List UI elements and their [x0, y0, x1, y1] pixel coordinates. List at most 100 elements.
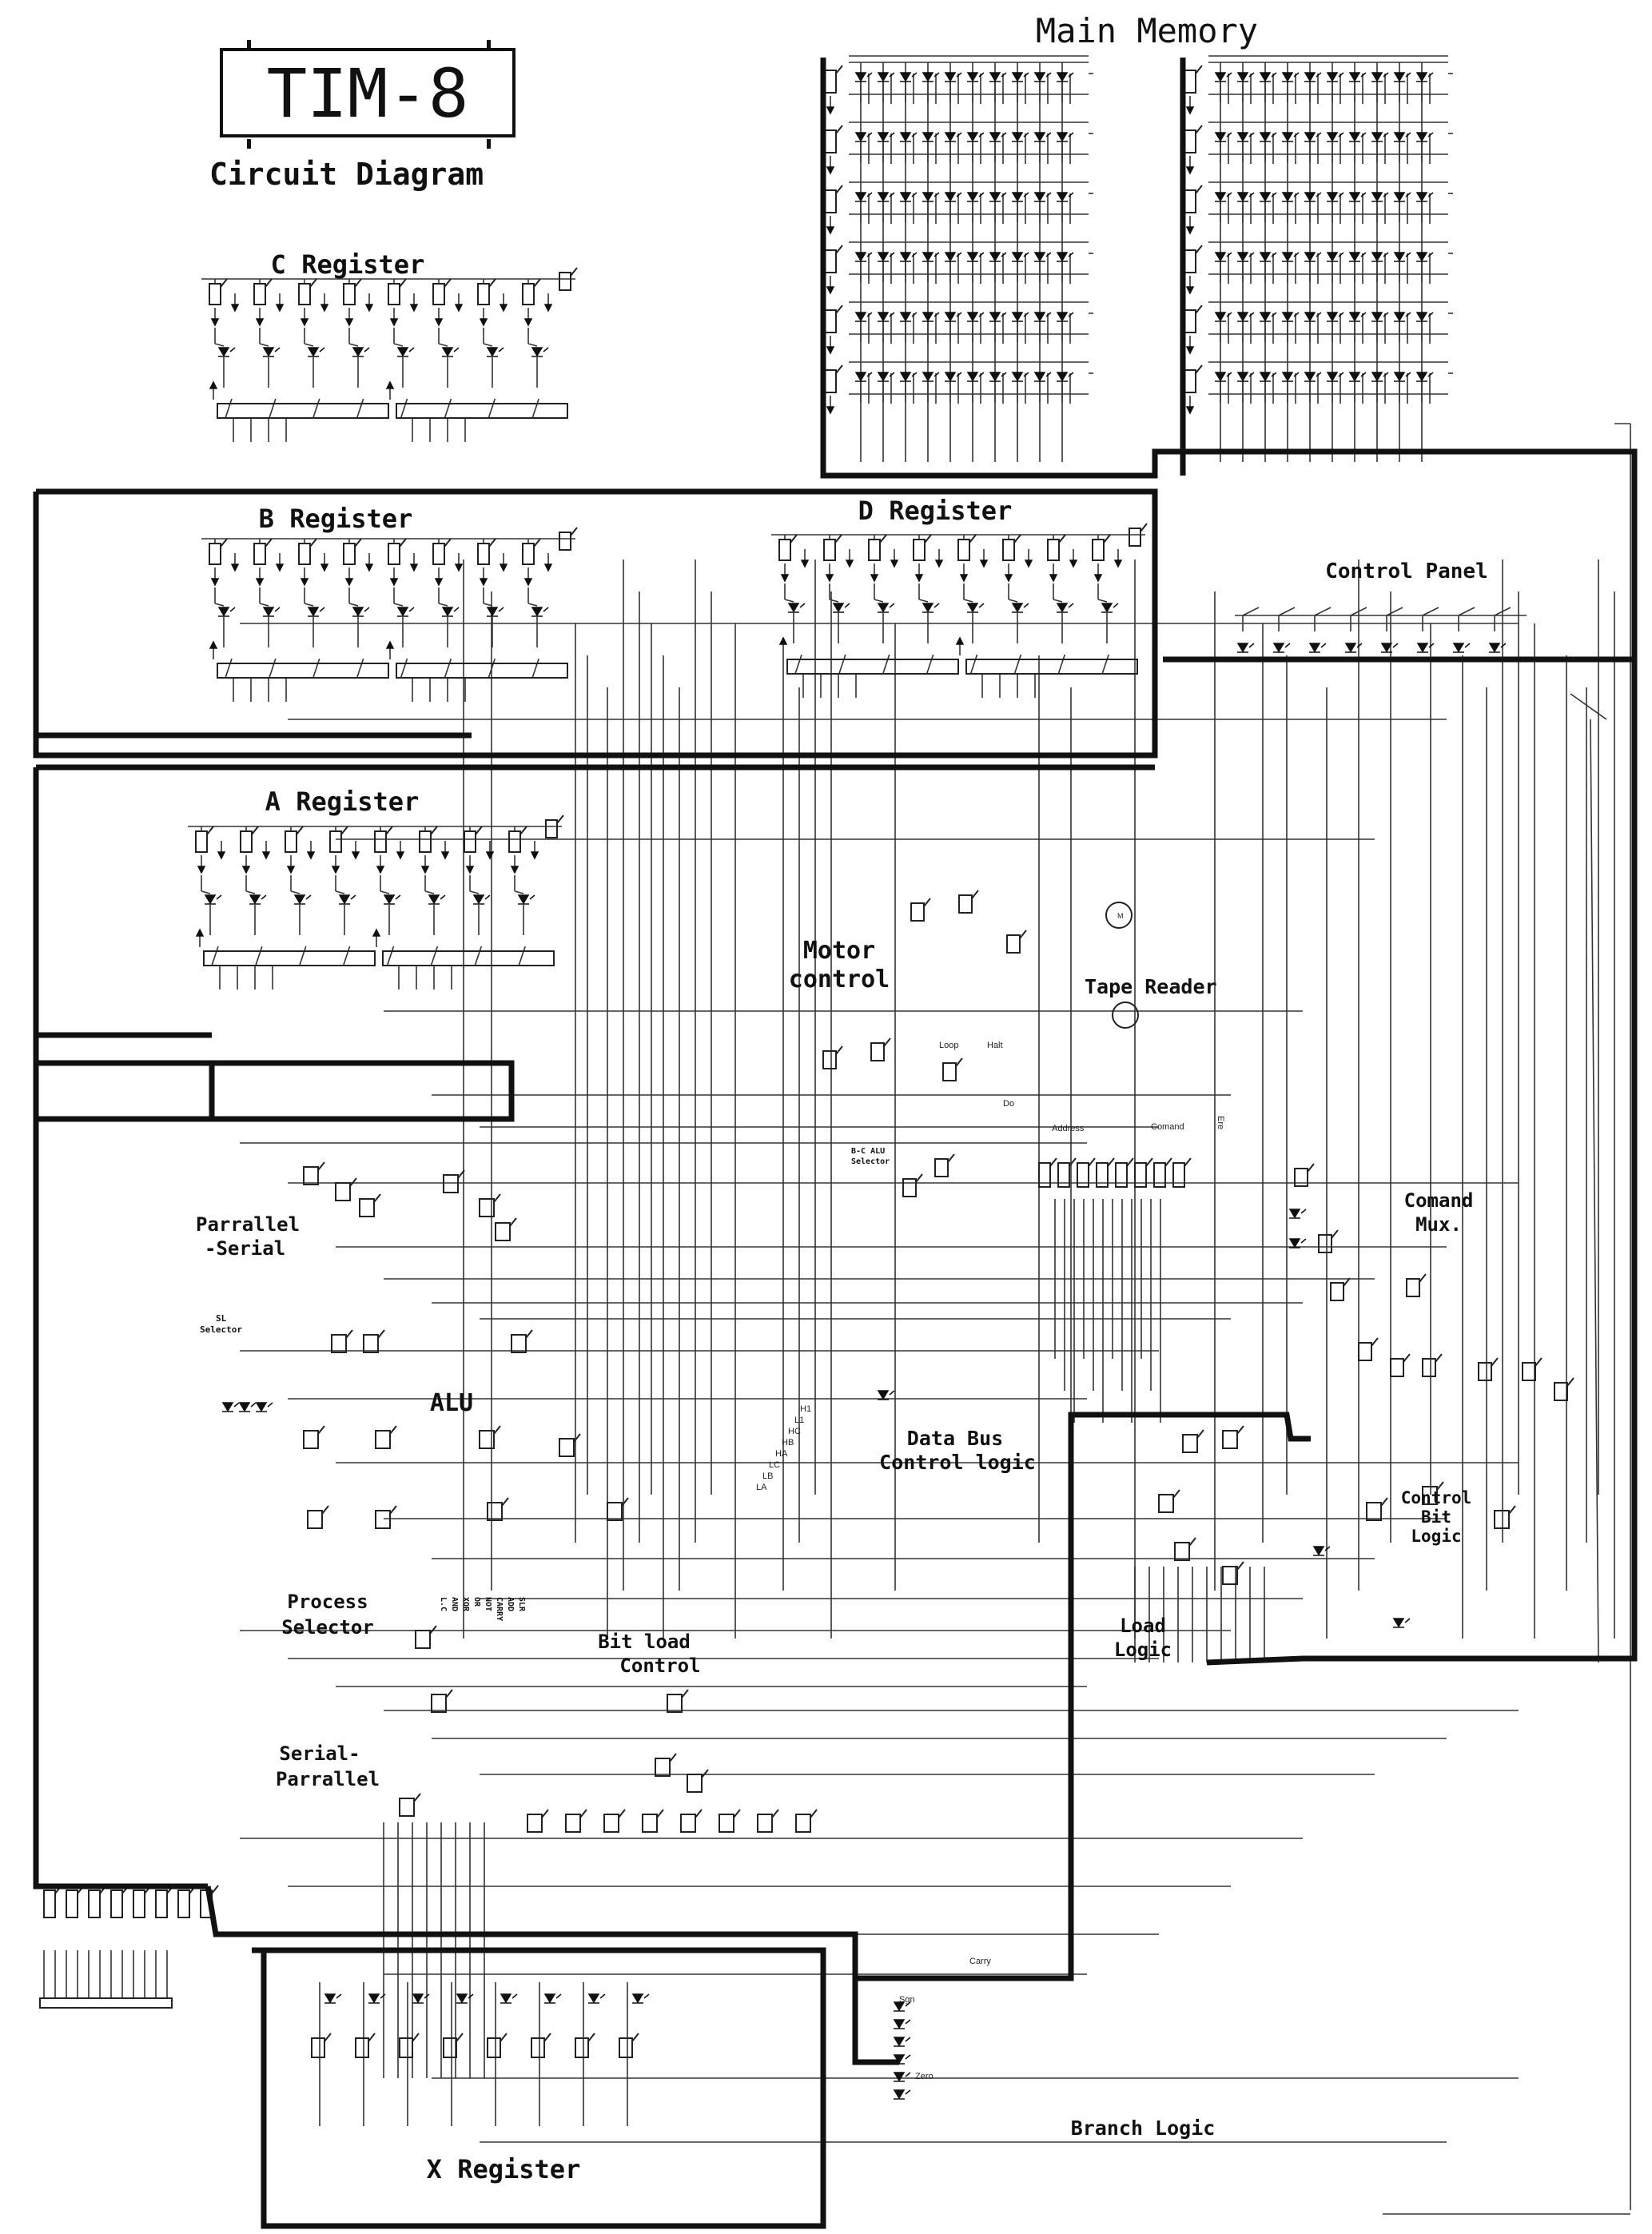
led-diode: [854, 372, 867, 382]
wire: [1058, 534, 1066, 544]
relay-coil: [487, 1502, 503, 1521]
led-diode: [989, 372, 1001, 382]
led-diode: [877, 603, 890, 613]
wire: [1226, 312, 1232, 317]
led-diode: [1011, 372, 1024, 382]
led-diode: [1452, 643, 1465, 653]
arrow-head: [510, 866, 519, 874]
relay-coil: [1077, 1162, 1089, 1188]
wire: [1049, 1157, 1057, 1167]
led-diode: [1236, 132, 1249, 142]
wire: [304, 603, 314, 607]
arrow-head: [210, 578, 220, 587]
led-diode: [922, 132, 934, 142]
latch-strip: [203, 950, 376, 966]
wire: [1464, 643, 1471, 648]
wire: [889, 132, 895, 137]
wire: [1248, 72, 1255, 78]
led-diode: [517, 894, 530, 905]
wire: [438, 343, 448, 347]
wire: [1383, 252, 1389, 257]
led-diode: [1011, 192, 1024, 202]
label-motor-control: control: [788, 966, 890, 994]
wire: [488, 398, 496, 419]
relay-coil: [88, 1890, 101, 1918]
relay-coil: [687, 1774, 703, 1793]
arrow-head: [255, 578, 265, 587]
relay-coil: [209, 283, 221, 305]
wire: [1427, 192, 1434, 197]
label-sl-selector: SL: [216, 1313, 227, 1324]
led-diode: [1056, 132, 1069, 142]
relay-coil: [1422, 1358, 1436, 1377]
wire: [1113, 603, 1119, 608]
wire: [911, 192, 918, 197]
relay-coil: [479, 1430, 495, 1449]
wire: [201, 890, 211, 894]
wire: [317, 1161, 325, 1171]
wire: [1023, 72, 1029, 78]
relay-coil: [824, 129, 837, 153]
led-diode: [1371, 372, 1383, 382]
relay-coil: [253, 283, 266, 305]
relay-coil: [487, 2037, 501, 2058]
wire: [1360, 372, 1367, 377]
led-diode: [966, 192, 979, 202]
arrow-head: [523, 578, 533, 587]
led-diode: [1380, 643, 1393, 653]
led-diode: [1415, 372, 1428, 382]
arrow-head: [351, 851, 360, 860]
motor-symbol-label: M: [1117, 912, 1124, 920]
wire: [838, 654, 846, 675]
wire: [1508, 1505, 1516, 1515]
led-diode: [1056, 312, 1069, 322]
wire: [1001, 372, 1007, 377]
led-diode: [1033, 312, 1046, 322]
wire: [541, 1809, 549, 1818]
led-diode: [854, 72, 867, 82]
relay-coil: [209, 543, 221, 565]
wire: [225, 398, 233, 419]
relay-coil: [559, 532, 571, 551]
wire: [1196, 1429, 1204, 1439]
relay-coil: [155, 1890, 168, 1918]
led-diode: [1393, 372, 1406, 382]
wire: [889, 312, 895, 317]
wire: [1248, 132, 1255, 137]
wire: [389, 1425, 397, 1435]
led-diode: [204, 894, 217, 905]
label-load-logic: Load: [1120, 1615, 1166, 1637]
led-diode: [944, 372, 957, 382]
wire: [1405, 252, 1411, 257]
wire: [488, 538, 496, 548]
wire: [1422, 607, 1439, 616]
arrow-head: [396, 851, 405, 860]
wire: [1293, 312, 1300, 317]
wire: [1103, 534, 1111, 544]
label-b-register: B Register: [258, 504, 413, 534]
wire: [533, 278, 541, 288]
wire: [956, 192, 962, 197]
relay-coil: [1222, 1430, 1238, 1449]
wire: [570, 267, 578, 277]
wire: [1316, 372, 1322, 377]
wire: [250, 1402, 257, 1408]
led-diode: [1259, 132, 1272, 142]
wire: [1360, 72, 1367, 78]
led-diode: [1011, 132, 1024, 142]
wire: [1236, 1425, 1244, 1435]
arrow-head: [320, 563, 329, 572]
wire: [543, 347, 549, 352]
led-diode: [1393, 192, 1406, 202]
wire: [457, 1169, 465, 1179]
label-main-memory: Main Memory: [1035, 11, 1259, 50]
led-diode: [1236, 252, 1249, 262]
arrow-head: [530, 851, 539, 860]
relay-coil: [1184, 249, 1196, 273]
wire: [364, 607, 370, 612]
latch-strip: [965, 659, 1138, 675]
wire: [399, 278, 407, 288]
wire: [1331, 1229, 1339, 1239]
wire: [1405, 312, 1411, 317]
led-diode: [456, 1993, 468, 2004]
